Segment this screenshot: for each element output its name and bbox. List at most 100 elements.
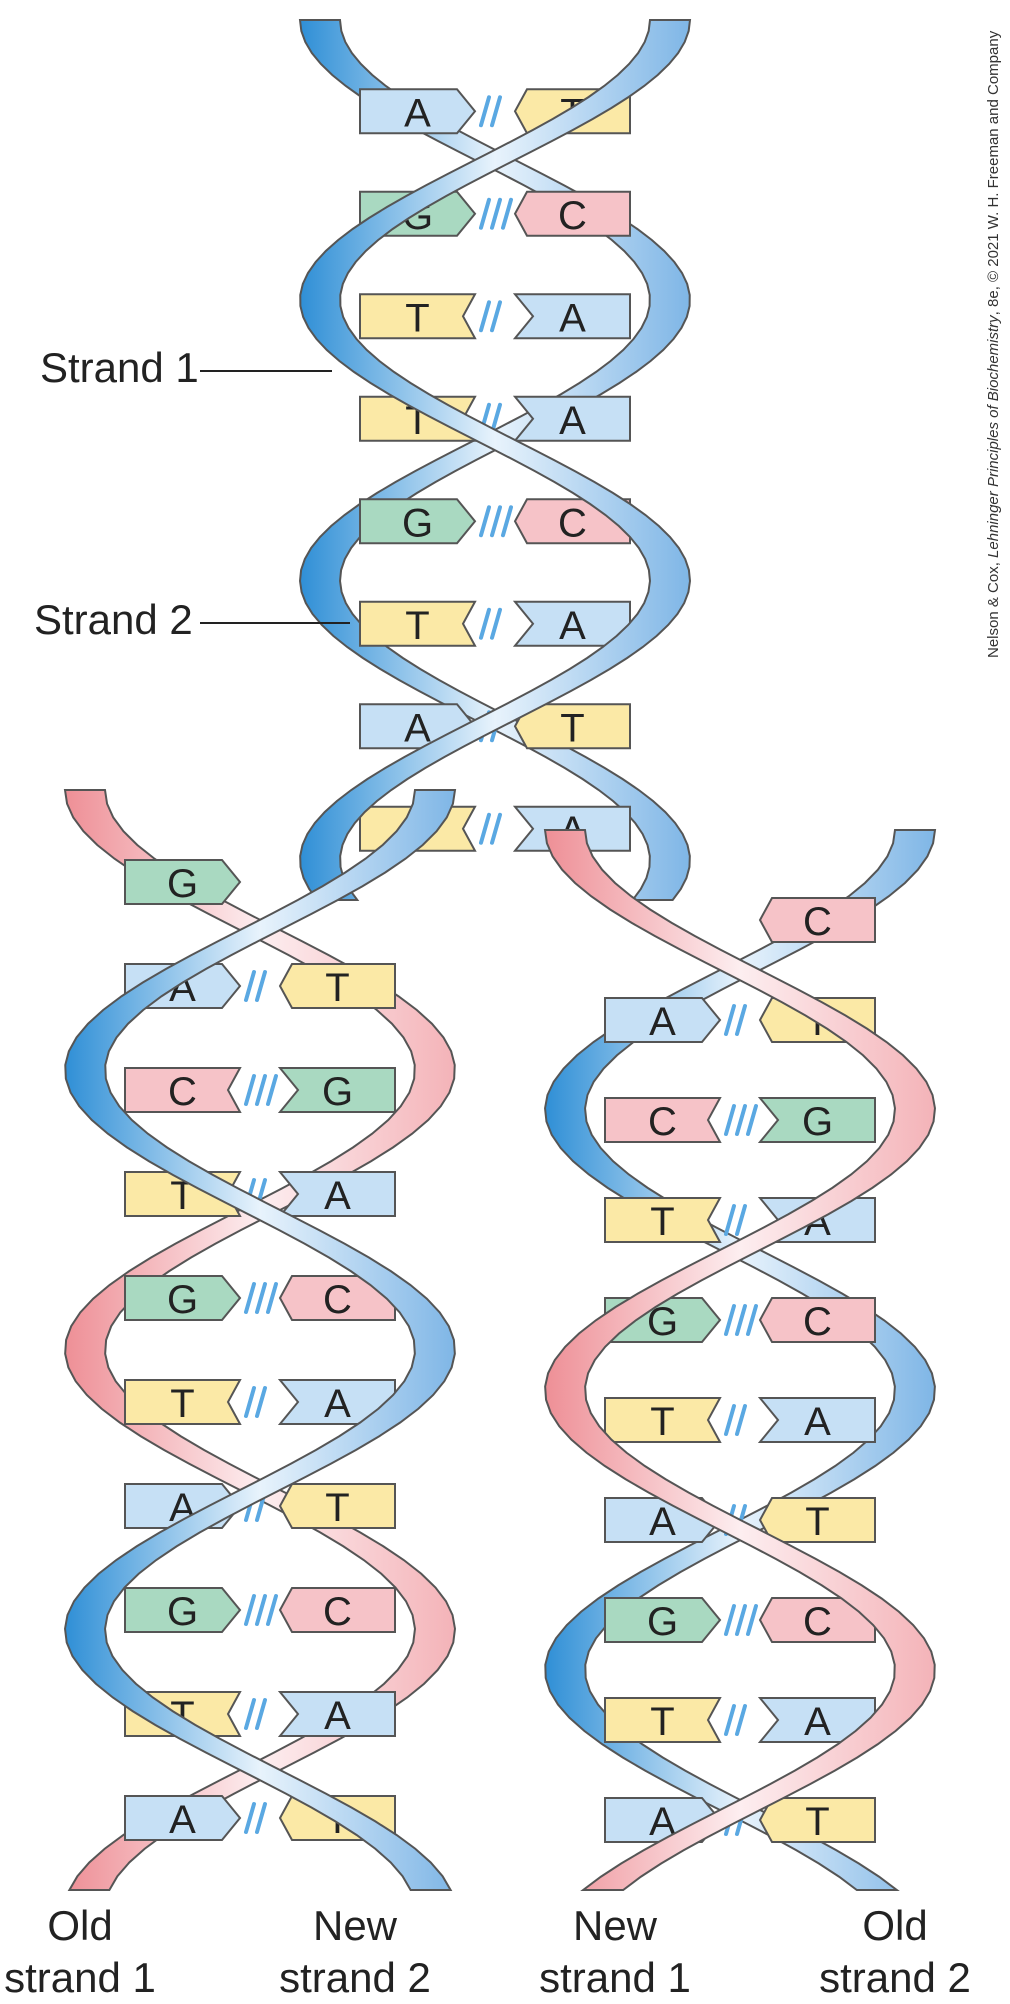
daughter-right-pair-5-left-base-letter: T [650,1400,674,1444]
daughter-left-pair-3-right-base-letter: A [324,1174,351,1218]
new-strand-2-line2: strand 2 [279,1954,431,2001]
daughter-left-pair-1-right-base: T [278,963,396,1010]
daughter-right-pair-9-right-base-shape [758,1797,876,1843]
daughter-right-pair-2-left-base: C [604,1097,722,1144]
parent-pair-3-right-base-letter: A [559,399,586,443]
hydrogen-bond [255,1074,267,1106]
hydrogen-bond [490,300,502,333]
daughter-left-pair-6-right-base-letter: T [325,1486,349,1530]
hydrogen-bond [735,1004,747,1036]
hydrogen-bond [479,95,491,128]
daughter-left-pair-1-hbonds [244,970,267,1002]
daughter-left-pair-8-hbonds [244,1698,267,1730]
daughter-right-pair-9-right-base-letter: T [805,1800,829,1844]
daughter-left-pair-0-left-base-shape [124,859,242,905]
credit-publisher: , 8e, © 2021 W. H. Freeman and Company [985,30,1002,316]
daughter-left-pair-3-right-base-shape [277,1171,396,1217]
daughter-right-pair-8-left-base-letter: T [650,1700,674,1744]
daughter-right-pair-7-left-base: G [604,1597,722,1644]
daughter-left-pair-4-left-base-shape [124,1275,242,1321]
daughter-right-strand-back [544,829,937,1891]
hydrogen-bond [479,505,491,538]
daughter-left-pair-5-left-base-shape [124,1379,242,1425]
daughter-right-pair-9-right-base: T [758,1797,876,1844]
daughter-right-pair-1-left-base: A [604,997,722,1044]
daughter-right-pair-4-right-base: C [758,1297,876,1344]
daughter-right-pair-4-right-base-letter: C [803,1300,832,1344]
daughter-right-pair-2-right-base-shape [757,1097,876,1143]
daughter-right-pair-4-hbonds [724,1304,758,1336]
daughter-left-pair-9-left-base-letter: A [169,1798,196,1842]
daughter-right-pair-3-left-base: T [604,1197,722,1244]
parent-pair-5-left-base: T [359,600,477,648]
daughter-left-pair-4-hbonds [244,1282,278,1314]
daughter-right-pair-6-right-base-shape [758,1497,876,1543]
daughter-left-pair-5-left-base-letter: T [170,1382,194,1426]
hydrogen-bond [479,812,491,845]
daughter-left-pair-3-right-base: A [277,1171,396,1218]
daughter-left-pair-1-right-base-shape [278,963,396,1009]
parent-pair-2-right-base-shape [512,293,631,340]
credit-authors: Nelson & Cox, [985,557,1002,658]
daughter-left-pair-6-right-base: T [278,1483,396,1530]
parent-pair-7-hbonds [479,812,502,845]
daughter-right-pair-2-left-base-shape [604,1097,722,1143]
daughter-right-pair-6-right-base-letter: T [805,1500,829,1544]
daughter-right-pair-0-right-base-letter: C [803,900,832,944]
daughter-left-pair-4-right-base-letter: C [323,1278,352,1322]
new-strand-1-label: New strand 1 [515,1900,715,2004]
parent-pair-0-left-base-letter: A [404,91,431,135]
daughter-right-pair-7-left-base-letter: G [647,1600,678,1644]
hydrogen-bond [735,1604,747,1636]
hydrogen-bond [479,197,491,230]
parent-pair-0-hbonds [479,95,502,128]
daughter-left-pair-7-right-base-letter: C [323,1590,352,1634]
daughter-left-pair-7-right-base: C [278,1587,396,1634]
daughter-right-pair-2-right-base: G [757,1097,876,1144]
parent-pair-6-right-base-shape [513,703,631,750]
parent-pair-5-left-base-shape [359,600,477,647]
hydrogen-bond [244,1802,256,1834]
daughter-right-pair-3-left-base-shape [604,1197,722,1243]
daughter-left-pair-5-hbonds [244,1386,267,1418]
hydrogen-bond [724,1304,736,1336]
daughter-right-pair-5-right-base-shape [757,1397,876,1443]
parent-pair-0-left-base-shape [359,88,477,135]
daughter-right-pair-7-right-base: C [758,1597,876,1644]
daughter-right-pair-8-hbonds [724,1704,747,1736]
daughter-right-pair-0-right-base-shape [758,897,876,943]
daughter-left-pair-5-right-base: A [277,1379,396,1426]
hydrogen-bond [724,1104,736,1136]
hydrogen-bond [724,1604,736,1636]
parent-pair-0-left-base: A [359,88,477,135]
hydrogen-bond [746,1304,758,1336]
daughter-right-pair-2-hbonds [724,1104,758,1136]
daughter-left-pair-5-right-base-shape [277,1379,396,1425]
daughter-left-pair-9-left-base: A [124,1795,242,1842]
hydrogen-bond [479,607,491,640]
old-strand-2-label: Old strand 2 [795,1900,995,2004]
daughter-left-pair-9-left-base-shape [124,1795,242,1841]
daughter-left-pair-7-hbonds [244,1594,278,1626]
parent-pair-3-right-base-shape [512,395,631,442]
parent-pair-5-right-base: A [512,600,631,648]
daughter-left-pair-8-right-base-letter: A [324,1694,351,1738]
strand-2-leader-line [200,622,350,624]
hydrogen-bond [244,1698,256,1730]
hydrogen-bond [479,300,491,333]
daughter-right-pair-1-left-base-letter: A [649,1000,676,1044]
parent-pair-2-left-base-letter: T [405,296,429,340]
hydrogen-bond [724,1004,736,1036]
parent-pair-4-left-base: G [359,498,477,545]
hydrogen-bond [501,197,513,230]
daughter-left-pair-2-left-base-letter: C [168,1070,197,1114]
strand-1-leader-line [200,370,332,372]
hydrogen-bond [255,1282,267,1314]
strand-1-label: Strand 1 [40,344,199,391]
daughter-left-pair-9-hbonds [244,1802,267,1834]
new-strand-1-line1: New [572,1902,658,1949]
strand-2-label: Strand 2 [34,596,193,643]
hydrogen-bond [735,1404,747,1436]
old-strand-2-line1: Old [862,1902,928,1949]
